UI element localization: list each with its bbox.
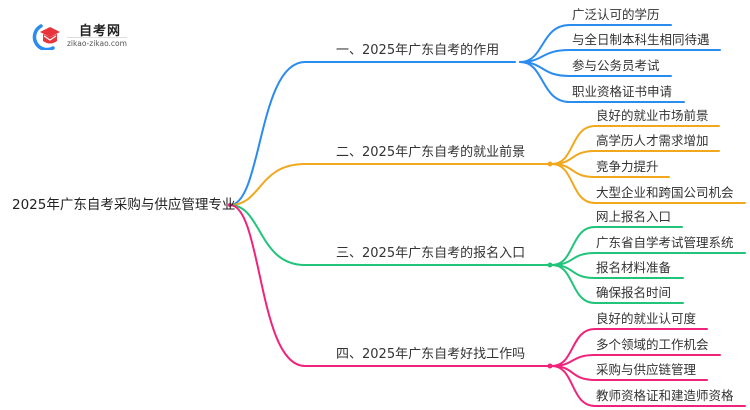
leaf-node[interactable]: 与全日制本科生相同待遇 (572, 32, 710, 47)
logo-subtitle: zikao-zikao.com (67, 37, 127, 48)
logo-title: 自考网 (79, 24, 122, 39)
leaf-node[interactable]: 参与公务员考试 (572, 58, 660, 73)
edge-root-branch-1 (229, 61, 516, 206)
leaf-node[interactable]: 采购与供应链管理 (596, 362, 697, 377)
leaf-node[interactable]: 网上报名入口 (596, 209, 672, 224)
leaf-node[interactable]: 良好的就业市场前景 (596, 108, 709, 123)
root-node[interactable]: 2025年广东自考采购与供应管理专业 (12, 197, 236, 213)
graduation-cap-icon (32, 24, 60, 50)
leaf-node[interactable]: 广泛认可的学历 (572, 7, 660, 22)
leaf-node[interactable]: 报名材料准备 (596, 260, 672, 275)
branch-node-3[interactable]: 三、2025年广东自考的报名入口 (336, 246, 526, 261)
leaf-node[interactable]: 多个领域的工作机会 (596, 337, 709, 352)
leaf-node[interactable]: 大型企业和跨国公司机会 (596, 185, 734, 200)
leaf-node[interactable]: 良好的就业认可度 (596, 311, 697, 326)
edge-root-branch-3 (229, 204, 549, 266)
leaf-node[interactable]: 竞争力提升 (596, 159, 659, 174)
leaf-node[interactable]: 教师资格证和建造师资格 (596, 388, 734, 403)
edge-root-branch-4 (229, 204, 549, 367)
site-logo[interactable]: 自考网 zikao-zikao.com (31, 18, 141, 52)
leaf-node[interactable]: 高学历人才需求增加 (596, 133, 709, 148)
branch-node-4[interactable]: 四、2025年广东自考好找工作吗 (336, 347, 526, 362)
leaf-node[interactable]: 职业资格证书申请 (572, 84, 673, 99)
edge-root-branch-2 (229, 163, 549, 206)
branch-node-2[interactable]: 二、2025年广东自考的就业前景 (336, 145, 526, 160)
leaf-node[interactable]: 确保报名时间 (596, 285, 672, 300)
branch-node-1[interactable]: 一、2025年广东自考的作用 (336, 43, 500, 58)
leaf-node[interactable]: 广东省自学考试管理系统 (596, 235, 734, 250)
